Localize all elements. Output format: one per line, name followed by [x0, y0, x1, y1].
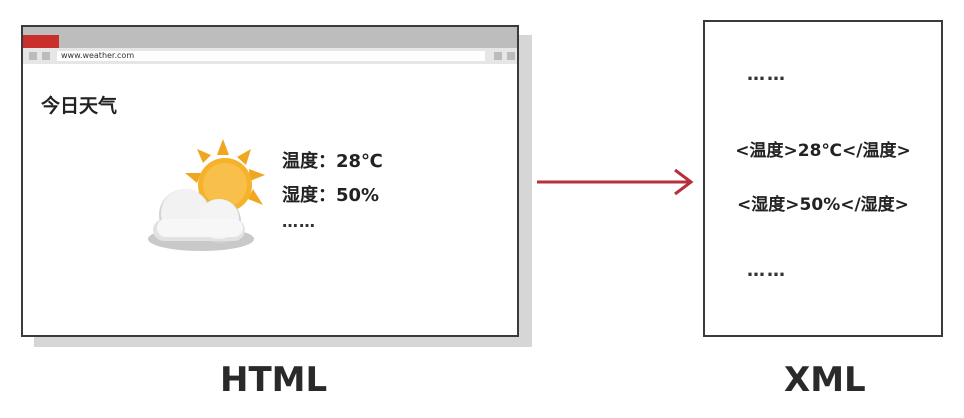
url-field[interactable]: www.weather.com: [57, 51, 485, 61]
page-title: 今日天气: [41, 95, 118, 117]
readings-ellipsis: ……: [282, 212, 316, 231]
forward-button[interactable]: [42, 52, 50, 60]
browser-address-bar: www.weather.com: [23, 48, 517, 64]
xml-humidity-line: <湿度>50%</湿度>: [737, 195, 909, 215]
xml-top-ellipsis: ……: [747, 64, 787, 85]
browser-window: www.weather.com 今日天气: [21, 25, 519, 337]
temperature-reading: 温度：28℃: [282, 151, 383, 172]
xml-temperature-line: <温度>28℃</温度>: [735, 141, 911, 161]
xml-bottom-ellipsis: ……: [747, 260, 787, 281]
xml-caption: XML: [784, 360, 866, 400]
browser-tab-strip: [23, 27, 517, 48]
xml-document: …… <温度>28℃</温度> <湿度>50%</湿度> ……: [703, 20, 943, 337]
conversion-arrow: [537, 168, 694, 196]
settings-button[interactable]: [507, 52, 515, 60]
browser-active-tab[interactable]: [23, 35, 59, 48]
humidity-reading: 湿度：50%: [282, 185, 380, 206]
partly-sunny-icon: [148, 139, 265, 251]
menu-button[interactable]: [494, 52, 502, 60]
back-button[interactable]: [29, 52, 37, 60]
sun-icon: [185, 139, 265, 212]
cloud-icon: [148, 189, 254, 251]
html-caption: HTML: [220, 360, 328, 400]
